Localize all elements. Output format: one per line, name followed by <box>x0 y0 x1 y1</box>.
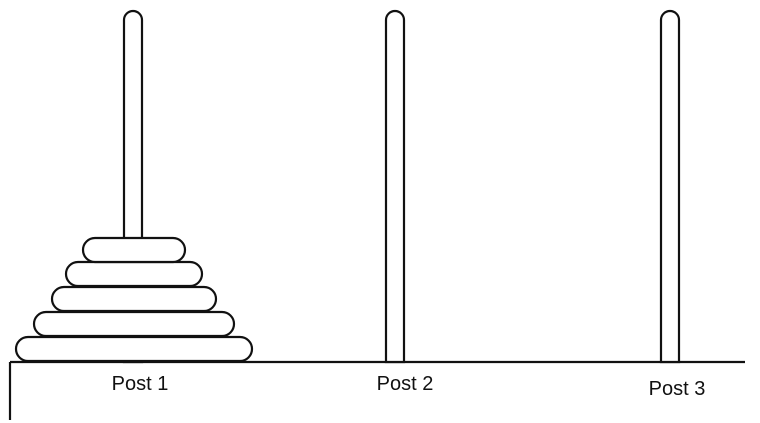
disk-4 <box>32 310 236 338</box>
post-3-rod <box>659 9 681 364</box>
post-3-label: Post 3 <box>649 378 706 400</box>
disk-5 <box>14 335 254 363</box>
post-2-rod <box>384 9 406 364</box>
disk-2 <box>64 260 204 288</box>
post-2-label: Post 2 <box>377 373 434 395</box>
post-1-label: Post 1 <box>112 373 169 395</box>
disk-1 <box>81 236 187 264</box>
post-1-disks <box>14 236 254 363</box>
disk-3 <box>50 285 218 313</box>
